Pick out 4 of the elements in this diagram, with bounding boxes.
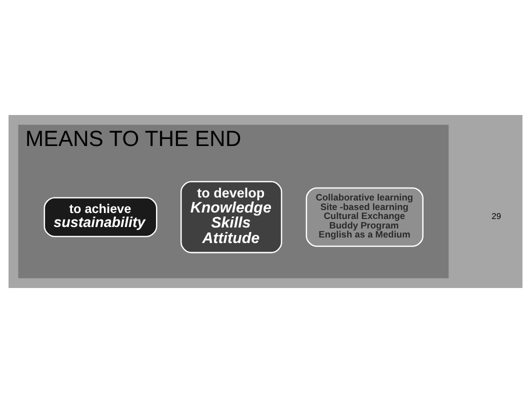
- node-box: to achieve sustainability: [44, 197, 158, 238]
- node-box: Collaborative learning Site -based learning Cultural Exchange Buddy Program English as a Medium: [306, 187, 424, 247]
- label: 29: [492, 211, 502, 222]
- node-box: to develop Knowledge Skills Attitude: [180, 181, 282, 254]
